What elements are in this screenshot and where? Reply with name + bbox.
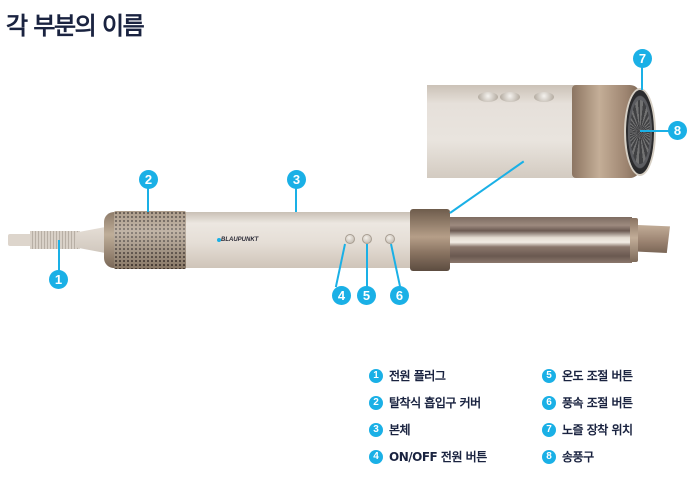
leader-line-1 xyxy=(58,240,60,272)
legend-number-badge: 6 xyxy=(542,395,556,410)
legend-item-4: 4 ON/OFF 전원 버튼 xyxy=(369,447,487,466)
legend-item-6: 6 풍속 조절 버튼 xyxy=(542,393,633,412)
callout-badge-4: 4 xyxy=(332,286,351,305)
legend-number-badge: 3 xyxy=(369,422,383,437)
legend-item-8: 8 송풍구 xyxy=(542,447,594,466)
air-outlet-grille xyxy=(624,88,656,176)
legend-label: 온도 조절 버튼 xyxy=(562,369,633,383)
callout-badge-7: 7 xyxy=(633,49,652,68)
legend-label: 송풍구 xyxy=(562,450,594,464)
nozzle-tip xyxy=(638,225,670,253)
detachable-intake-cover xyxy=(114,211,186,269)
legend-number-badge: 2 xyxy=(369,395,383,410)
legend-label: 노즐 장착 위치 xyxy=(562,423,633,437)
callout-badge-3: 3 xyxy=(287,170,306,189)
leader-line-7 xyxy=(641,66,643,90)
leader-line-3 xyxy=(295,188,297,212)
leader-line-5 xyxy=(366,244,368,288)
airflow-button xyxy=(385,234,395,244)
legend-item-1: 1 전원 플러그 xyxy=(369,366,446,385)
page-title: 각 부분의 이름 xyxy=(6,12,145,40)
legend-item-2: 2 탈착식 흡입구 커버 xyxy=(369,393,481,412)
legend-number-badge: 7 xyxy=(542,422,556,437)
legend-item-7: 7 노즐 장착 위치 xyxy=(542,420,633,439)
legend-number-badge: 1 xyxy=(369,368,383,383)
nozzle-mount-ring xyxy=(410,209,450,271)
power-plug xyxy=(30,231,80,249)
inset-button-3 xyxy=(534,92,554,102)
leader-line-2 xyxy=(147,188,149,212)
legend-number-badge: 4 xyxy=(369,449,383,464)
callout-badge-1: 1 xyxy=(49,270,68,289)
brand-dot-icon xyxy=(217,238,221,242)
legend-item-3: 3 본체 xyxy=(369,420,411,439)
legend-number-badge: 5 xyxy=(542,368,556,383)
curling-nozzle xyxy=(450,217,632,263)
inset-button-2 xyxy=(500,92,520,102)
callout-badge-8: 8 xyxy=(668,121,687,140)
temperature-button xyxy=(362,234,372,244)
legend-label: 풍속 조절 버튼 xyxy=(562,396,633,410)
callout-badge-2: 2 xyxy=(139,170,158,189)
legend-label: 탈착식 흡입구 커버 xyxy=(389,396,481,410)
legend-label: 본체 xyxy=(389,423,411,437)
brand-logo: BLAUPUNKT xyxy=(221,237,259,243)
legend-number-badge: 8 xyxy=(542,449,556,464)
legend-item-5: 5 온도 조절 버튼 xyxy=(542,366,633,385)
leader-line-8 xyxy=(640,130,670,132)
callout-badge-5: 5 xyxy=(357,286,376,305)
legend-label: 전원 플러그 xyxy=(389,369,446,383)
main-body xyxy=(186,212,414,268)
callout-badge-6: 6 xyxy=(390,286,409,305)
legend-label: ON/OFF 전원 버튼 xyxy=(389,450,487,464)
inset-button-1 xyxy=(478,92,498,102)
power-button xyxy=(345,234,355,244)
nozzle-end-band xyxy=(630,218,638,262)
